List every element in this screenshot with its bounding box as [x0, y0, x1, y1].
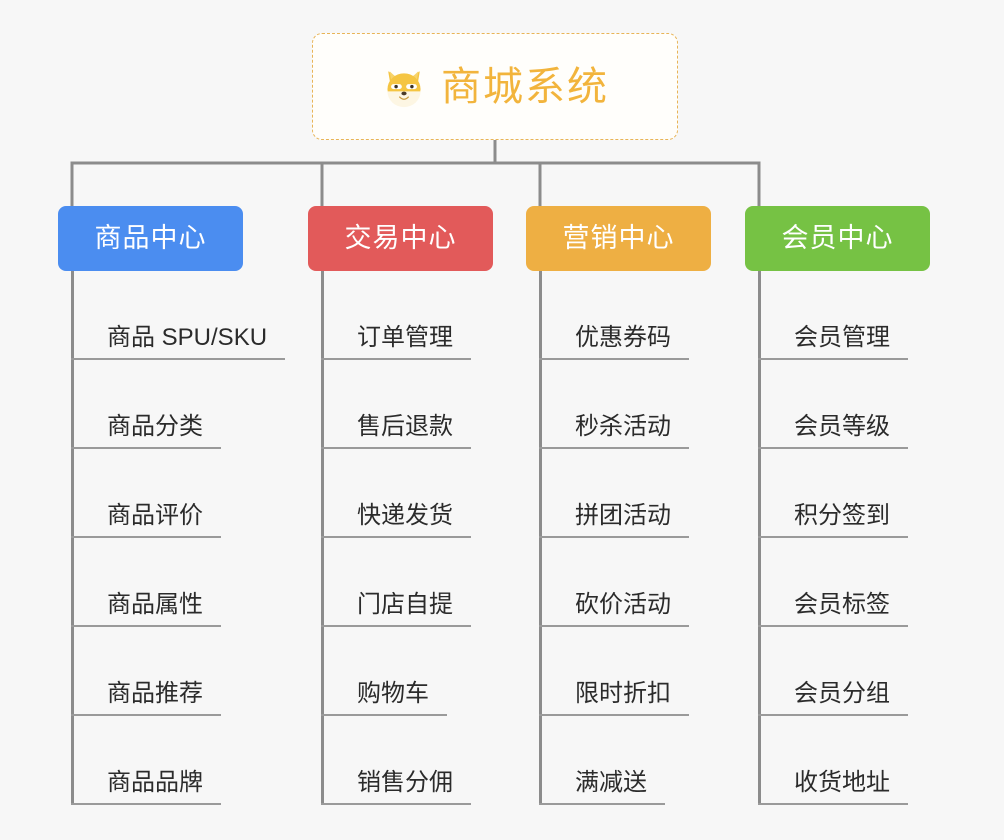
root-node[interactable]: 商城系统: [312, 33, 678, 140]
column-spine: [71, 271, 74, 805]
leaf-item-label: 会员标签: [794, 591, 890, 618]
leaf-item-label: 门店自提: [357, 591, 453, 618]
leaf-item-underline: [71, 358, 285, 360]
leaf-item-underline: [71, 625, 221, 627]
leaf-item-underline: [321, 714, 447, 716]
leaf-item-underline: [321, 358, 471, 360]
leaf-item-underline: [539, 536, 689, 538]
leaf-item-underline: [539, 803, 665, 805]
leaf-item-underline: [71, 714, 221, 716]
category-column-2: 交易中心订单管理售后退款快递发货门店自提购物车销售分佣: [308, 206, 493, 805]
leaf-item-underline: [758, 625, 908, 627]
leaf-item-label: 拼团活动: [575, 502, 671, 529]
leaf-item-label: 商品 SPU/SKU: [107, 324, 268, 351]
leaf-item-underline: [539, 714, 689, 716]
leaf-item-underline: [71, 536, 221, 538]
leaf-item-label: 优惠券码: [575, 324, 671, 351]
leaf-item-label: 砍价活动: [575, 591, 671, 618]
leaf-item-label: 售后退款: [357, 413, 453, 440]
leaf-item-label: 会员等级: [794, 413, 890, 440]
category-label: 营销中心: [562, 223, 675, 253]
leaf-item-underline: [321, 803, 471, 805]
leaf-item-underline: [758, 358, 908, 360]
leaf-item-label: 会员管理: [794, 324, 890, 351]
column-spine: [321, 271, 324, 805]
shiba-dog-icon: [381, 64, 427, 110]
leaf-item-underline: [71, 803, 221, 805]
category-column-4: 会员中心会员管理会员等级积分签到会员标签会员分组收货地址: [745, 206, 930, 805]
root-title: 商城系统: [441, 64, 609, 109]
leaf-item-label: 商品品牌: [107, 769, 203, 796]
leaf-item-label: 限时折扣: [575, 680, 671, 707]
leaf-item-underline: [758, 536, 908, 538]
leaf-item-label: 满减送: [575, 769, 647, 796]
leaf-item-underline: [539, 625, 689, 627]
leaf-item-underline: [321, 447, 471, 449]
category-header-2[interactable]: 交易中心: [308, 206, 493, 271]
leaf-item-label: 商品推荐: [107, 680, 203, 707]
category-label: 交易中心: [344, 223, 457, 253]
category-label: 会员中心: [781, 223, 894, 253]
category-column-3: 营销中心优惠券码秒杀活动拼团活动砍价活动限时折扣满减送: [526, 206, 711, 805]
leaf-item-underline: [758, 714, 908, 716]
leaf-item-label: 商品属性: [107, 591, 203, 618]
leaf-item-label: 销售分佣: [357, 769, 453, 796]
leaf-item-underline: [758, 803, 908, 805]
leaf-item-underline: [321, 625, 471, 627]
leaf-item-label: 购物车: [357, 680, 429, 707]
leaf-item-label: 会员分组: [794, 680, 890, 707]
leaf-item-label: 秒杀活动: [575, 413, 671, 440]
category-column-1: 商品中心商品 SPU/SKU 商品分类商品评价商品属性商品推荐商品品牌: [58, 206, 285, 805]
leaf-item-underline: [539, 358, 689, 360]
leaf-item-label: 订单管理: [357, 324, 453, 351]
leaf-item-label: 快递发货: [357, 502, 453, 529]
leaf-item-underline: [758, 447, 908, 449]
leaf-item-underline: [539, 447, 689, 449]
category-label: 商品中心: [94, 223, 207, 253]
leaf-item-label: 商品评价: [107, 502, 203, 529]
leaf-item-label: 积分签到: [794, 502, 890, 529]
leaf-item-label: 商品分类: [107, 413, 203, 440]
leaf-item-label: 收货地址: [794, 769, 890, 796]
leaf-item-underline: [71, 447, 221, 449]
category-header-1[interactable]: 商品中心: [58, 206, 243, 271]
category-header-3[interactable]: 营销中心: [526, 206, 711, 271]
column-spine: [539, 271, 542, 805]
column-spine: [758, 271, 761, 805]
leaf-item-underline: [321, 536, 471, 538]
category-header-4[interactable]: 会员中心: [745, 206, 930, 271]
